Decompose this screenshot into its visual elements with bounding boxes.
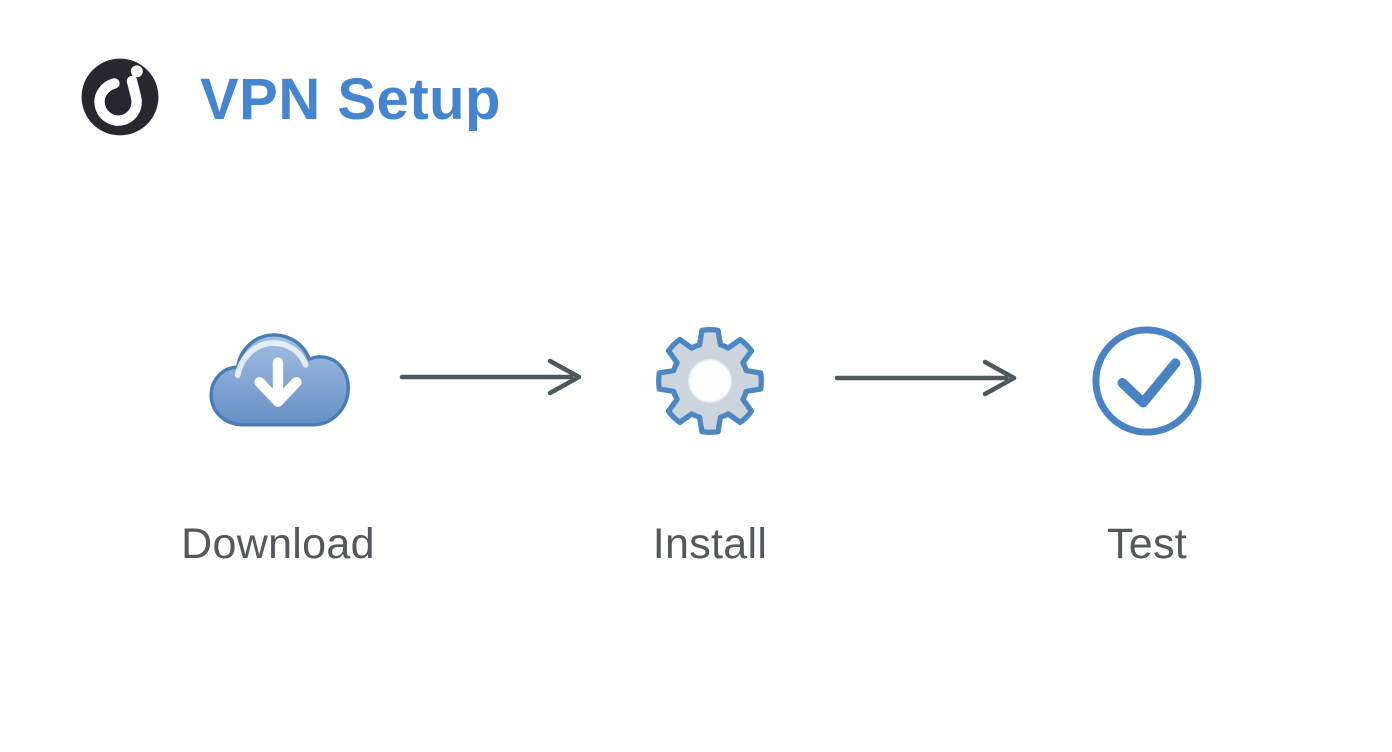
cj-monogram-logo-icon: [81, 58, 159, 136]
step-install: Install: [560, 316, 860, 569]
check-mark: [1117, 358, 1181, 408]
logo-dot: [130, 65, 143, 78]
right-arrow-icon: [834, 359, 1017, 397]
check-circle-ring: [1092, 326, 1202, 436]
step-label-install: Install: [652, 520, 768, 568]
logo-glyph: [94, 75, 142, 126]
page-title: VPN Setup: [200, 67, 501, 132]
check-circle-icon: [1092, 326, 1202, 436]
download-arrow: [254, 357, 302, 407]
step-test: Test: [997, 316, 1297, 569]
step-label-download: Download: [181, 520, 375, 568]
gear-icon: [656, 327, 764, 435]
gear-hole: [688, 359, 732, 403]
step-download: Download: [128, 316, 428, 569]
step-label-test: Test: [1106, 520, 1188, 568]
right-arrow-icon: [399, 358, 582, 396]
cloud-download-icon: [209, 333, 350, 427]
cloud-highlight: [234, 340, 309, 379]
